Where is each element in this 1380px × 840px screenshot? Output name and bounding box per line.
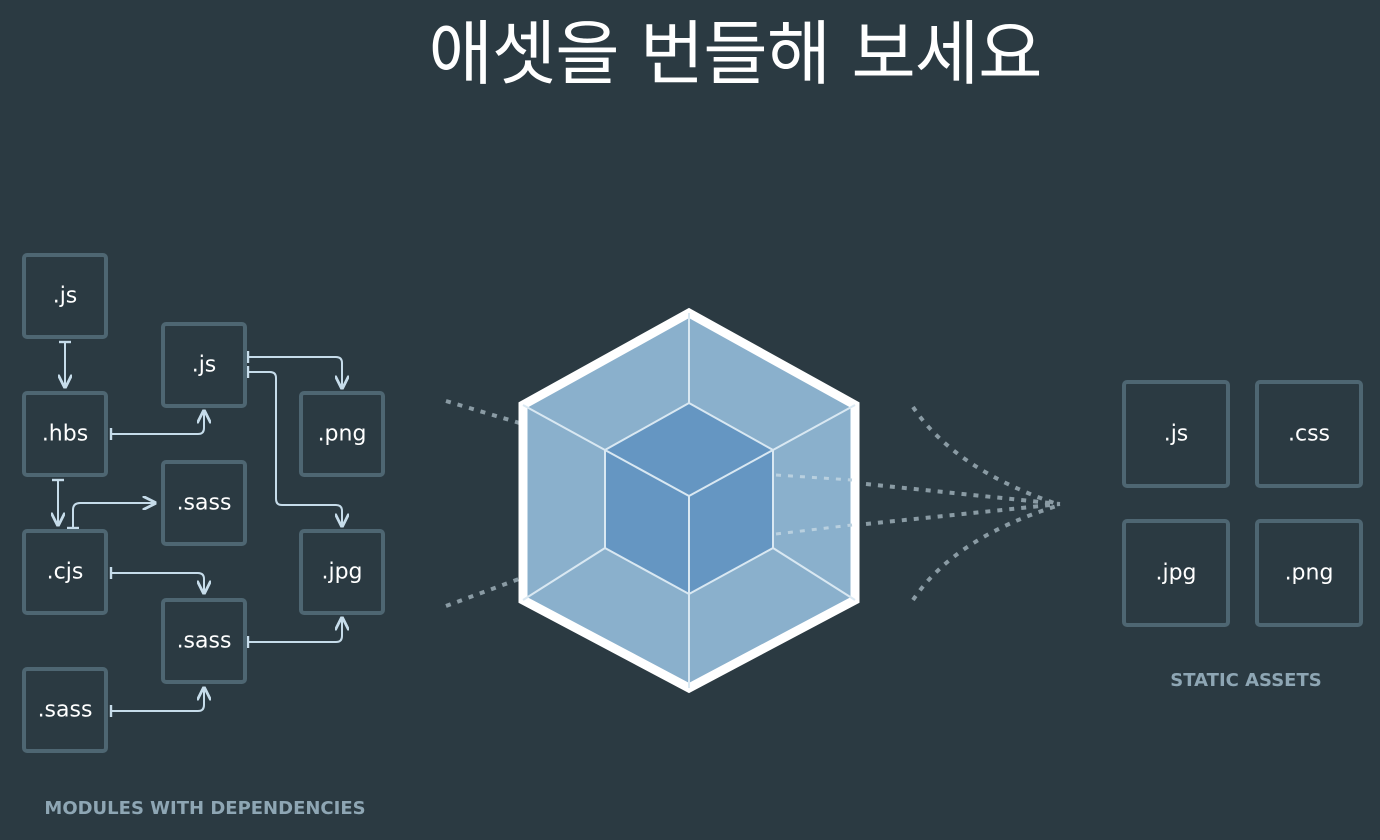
module-box: .sass xyxy=(161,460,247,546)
asset-label: .png xyxy=(1285,561,1334,586)
arrow-js-to-jpg xyxy=(248,372,342,526)
arrow-cjs-to-sass-2 xyxy=(111,573,204,593)
arrow-js-to-png xyxy=(248,357,342,388)
module-box: .js xyxy=(161,322,247,408)
assets-section-label: STATIC ASSETS xyxy=(1170,670,1321,691)
module-label: .sass xyxy=(177,629,232,654)
output-flow-lines xyxy=(865,405,1061,602)
module-label: .hbs xyxy=(42,422,88,447)
arrow-sass-to-jpg xyxy=(248,618,342,642)
modules-section-label: MODULES WITH DEPENDENCIES xyxy=(44,798,365,819)
module-box: .sass xyxy=(161,598,247,684)
asset-box: .png xyxy=(1255,519,1363,627)
asset-label: .js xyxy=(1164,422,1189,447)
arrow-sass-to-sass xyxy=(111,688,204,711)
module-label: .jpg xyxy=(321,560,362,585)
module-label: .png xyxy=(318,422,367,447)
asset-box: .js xyxy=(1122,380,1230,488)
asset-box: .css xyxy=(1255,380,1363,488)
module-box: .cjs xyxy=(22,529,108,615)
webpack-cube-icon xyxy=(518,307,860,694)
module-box: .js xyxy=(22,253,108,339)
module-box: .hbs xyxy=(22,391,108,477)
module-label: .js xyxy=(192,353,217,378)
asset-label: .jpg xyxy=(1155,561,1196,586)
arrow-hbs-to-js xyxy=(111,411,204,434)
asset-label: .css xyxy=(1288,422,1330,447)
module-label: .sass xyxy=(177,491,232,516)
asset-box: .jpg xyxy=(1122,519,1230,627)
module-box: .png xyxy=(299,391,385,477)
module-box: .sass xyxy=(22,667,108,753)
page-title: 애셋을 번들해 보세요 xyxy=(428,13,1042,95)
module-label: .js xyxy=(53,284,78,309)
dependency-arrows xyxy=(58,342,342,711)
arrow-cjs-to-sass xyxy=(73,503,155,528)
module-box: .jpg xyxy=(299,529,385,615)
module-label: .cjs xyxy=(47,560,84,585)
module-label: .sass xyxy=(38,698,93,723)
